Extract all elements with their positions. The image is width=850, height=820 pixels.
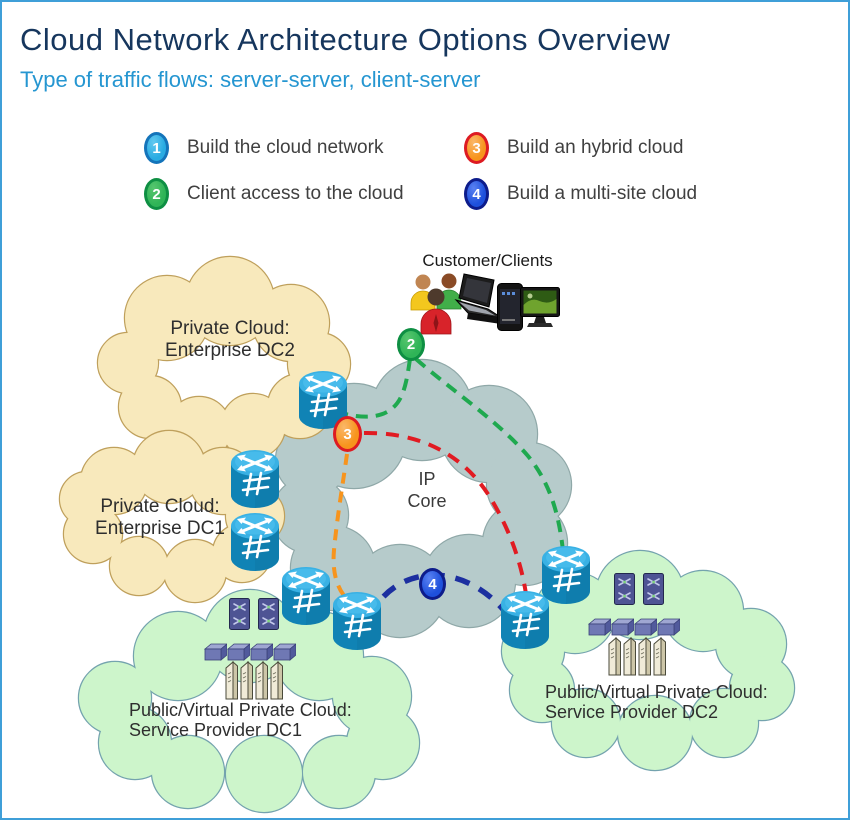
label-line: Public/Virtual Private Cloud:	[545, 682, 768, 702]
private-cloud-dc2-label: Private Cloud: Enterprise DC2	[120, 318, 340, 362]
label-line: Private Cloud:	[100, 496, 220, 517]
blade-box-icon	[204, 643, 227, 661]
blade-box-icon	[634, 618, 657, 636]
customer-clients-label: Customer/Clients	[422, 251, 553, 270]
legend-label-3: Build an hybrid cloud	[507, 137, 684, 158]
label-line: Enterprise DC2	[165, 340, 295, 361]
legend-item-3: 3 Build an hybrid cloud	[464, 132, 683, 164]
tower-server-icon	[638, 637, 651, 676]
step-3-marker: 3	[333, 416, 362, 452]
client-access-flow-right	[414, 357, 565, 552]
label-line: Public/Virtual Private Cloud:	[129, 700, 352, 720]
step-2-badge: 2	[144, 178, 169, 210]
router-icon	[280, 565, 332, 627]
legend-item-2: 2 Client access to the cloud	[144, 178, 404, 210]
tower-server-icon	[653, 637, 666, 676]
tower-server-icon	[225, 661, 238, 700]
step-4-badge: 4	[464, 178, 489, 210]
blade-box-icon	[227, 643, 250, 661]
blade-box-icon	[611, 618, 634, 636]
tower-server-icon	[608, 637, 621, 676]
legend-item-1: 1 Build the cloud network	[144, 132, 383, 164]
tower-server-icon	[240, 661, 253, 700]
hybrid-flow-orange	[331, 453, 349, 600]
router-icon	[540, 544, 592, 606]
label-line: Private Cloud:	[170, 318, 290, 339]
blade-box-icon	[657, 618, 680, 636]
legend-label-1: Build the cloud network	[187, 137, 384, 158]
page-title: Cloud Network Architecture Options Overv…	[20, 22, 671, 57]
page-subtitle: Type of traffic flows: server-server, cl…	[20, 67, 481, 92]
label-line: Core	[407, 491, 447, 511]
tower-server-icon	[255, 661, 268, 700]
label-line: Service Provider DC2	[545, 702, 719, 722]
hybrid-flow-red	[363, 430, 528, 595]
public-cloud-sp2-label: Public/Virtual Private Cloud: Service Pr…	[545, 682, 825, 722]
blade-box-icon	[250, 643, 273, 661]
router-icon	[331, 590, 383, 652]
legend-item-4: 4 Build a multi-site cloud	[464, 178, 697, 210]
switch-icon	[643, 573, 664, 605]
ip-core-label: IP Core	[377, 468, 477, 512]
blade-box-icon	[273, 643, 296, 661]
monitor-icon	[520, 287, 560, 328]
step-4-marker: 4	[419, 568, 446, 600]
label-line: Service Provider DC1	[129, 720, 303, 740]
tower-server-icon	[270, 661, 283, 700]
step-3-badge: 3	[464, 132, 489, 164]
step-1-badge: 1	[144, 132, 169, 164]
legend-label-4: Build a multi-site cloud	[507, 183, 698, 204]
private-cloud-dc1-label: Private Cloud: Enterprise DC1	[50, 496, 270, 540]
legend-label-2: Client access to the cloud	[187, 183, 404, 204]
step-2-marker: 2	[397, 328, 425, 361]
public-cloud-sp1-label: Public/Virtual Private Cloud: Service Pr…	[129, 700, 409, 740]
switch-icon	[258, 598, 279, 630]
label-line: Enterprise DC1	[95, 518, 225, 539]
tower-server-icon	[623, 637, 636, 676]
label-line: IP	[418, 469, 436, 489]
switch-icon	[229, 598, 250, 630]
switch-icon	[614, 573, 635, 605]
blade-box-icon	[588, 618, 611, 636]
